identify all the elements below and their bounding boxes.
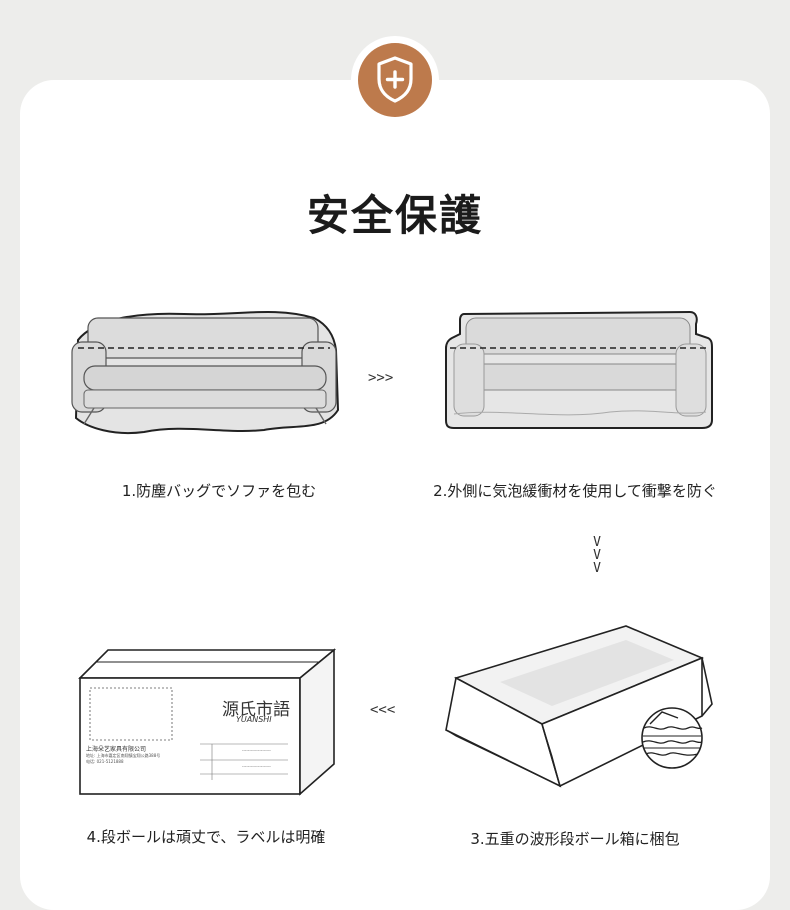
box-brand-sub: YUANSHI xyxy=(236,715,272,724)
step-3-caption: 3.五重の波形段ボール箱に梱包 xyxy=(470,830,680,848)
svg-text:--------------------: -------------------- xyxy=(242,748,271,753)
arrow-down-mark: V xyxy=(593,561,601,576)
arrow-left: <<< xyxy=(370,702,396,718)
box-company: 上海朵艺家具有限公司 xyxy=(86,746,147,753)
arrow-down: V V V xyxy=(590,536,604,575)
box-brand-label: 源氏市語 xyxy=(222,700,290,720)
shield-plus-icon xyxy=(377,56,413,103)
arrow-down-mark: V xyxy=(593,548,601,563)
step-2-caption: 2.外側に気泡緩衝材を使用して衝撃を防ぐ xyxy=(433,482,717,500)
sofa-dust-bag-illustration xyxy=(71,310,340,434)
corrugated-box-illustration xyxy=(445,625,713,788)
page-title: 安全保護 xyxy=(306,191,483,240)
labeled-box-illustration: -------------------- -------------------… xyxy=(78,648,336,796)
svg-text:--------------------: -------------------- xyxy=(242,764,271,769)
shield-badge xyxy=(358,43,432,117)
arrow-right: >>> xyxy=(368,370,394,386)
step-1-caption: 1.防塵バッグでソファを包む xyxy=(121,482,317,500)
arrow-down-mark: V xyxy=(593,535,601,550)
box-address: 地址: 上海市嘉定区南翔镇宝翔公路388号 xyxy=(86,753,161,758)
step-4-caption: 4.段ボールは頑丈で、ラベルは明確 xyxy=(86,828,326,846)
box-tel: 电话: 021-5121888 xyxy=(86,759,124,764)
sofa-bubble-wrap-illustration xyxy=(445,310,713,429)
